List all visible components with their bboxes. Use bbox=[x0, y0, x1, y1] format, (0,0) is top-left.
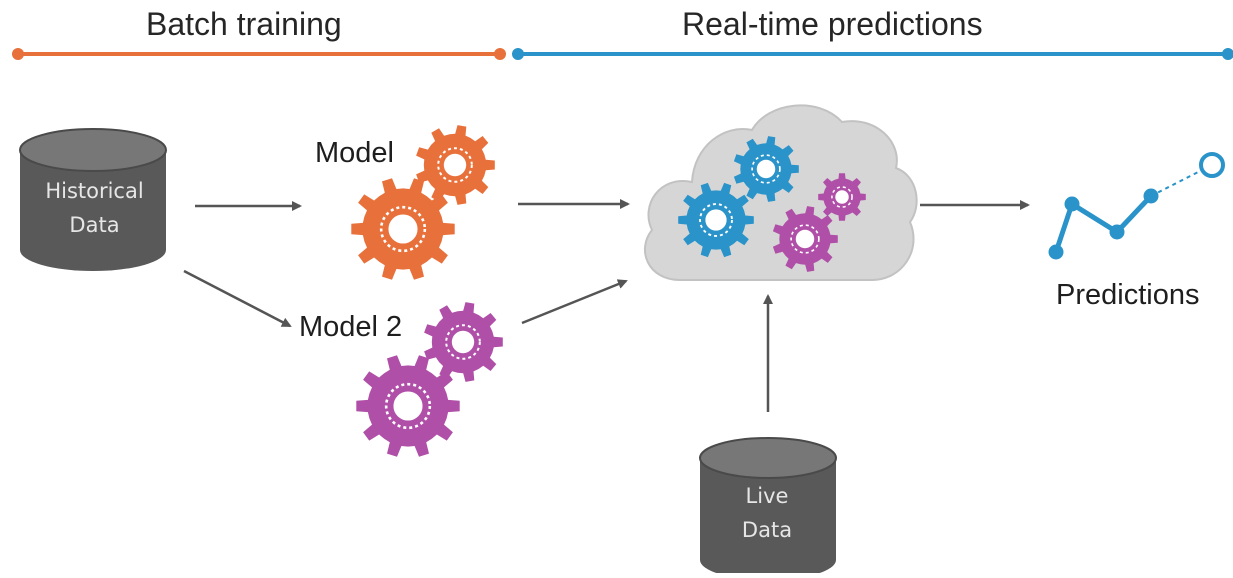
model-gears-icon bbox=[351, 125, 495, 280]
historical-data-cylinder-icon bbox=[19, 128, 167, 271]
gear-icon bbox=[733, 136, 799, 202]
live-data-label-line2: Data bbox=[741, 517, 793, 542]
arrow-model2-to-cloud bbox=[521, 279, 628, 325]
realtime-predictions-label: Real-time predictions bbox=[682, 6, 983, 42]
gear-icon bbox=[424, 302, 503, 382]
live-data-label: Live Data bbox=[702, 480, 832, 547]
gear-icon bbox=[678, 182, 754, 258]
model-label: Model bbox=[315, 137, 394, 169]
gear-icon bbox=[351, 178, 455, 280]
trend-line-icon bbox=[1048, 152, 1225, 260]
gear-icon bbox=[416, 125, 495, 205]
gear-icon bbox=[772, 206, 838, 272]
live-data-label-line1: Live bbox=[745, 484, 789, 508]
arrow-historical-to-model2 bbox=[183, 269, 292, 328]
live-data-cylinder-icon bbox=[699, 437, 837, 578]
model2-label: Model 2 bbox=[299, 311, 403, 343]
predictions-label: Predictions bbox=[1056, 279, 1200, 311]
batch-phase-bar bbox=[12, 48, 506, 60]
gear-icon bbox=[356, 355, 460, 457]
historical-data-label-line1: Historical bbox=[45, 179, 144, 203]
cloud-gears-icon bbox=[678, 136, 866, 272]
historical-data-label-line2: Data bbox=[69, 212, 120, 237]
cloud-icon bbox=[643, 104, 918, 281]
realtime-phase-bar bbox=[512, 48, 1233, 60]
model2-gears-icon bbox=[356, 302, 503, 457]
batch-training-label: Batch training bbox=[146, 6, 342, 42]
gear-icon bbox=[818, 173, 866, 221]
historical-data-label: Historical Data bbox=[22, 175, 167, 242]
